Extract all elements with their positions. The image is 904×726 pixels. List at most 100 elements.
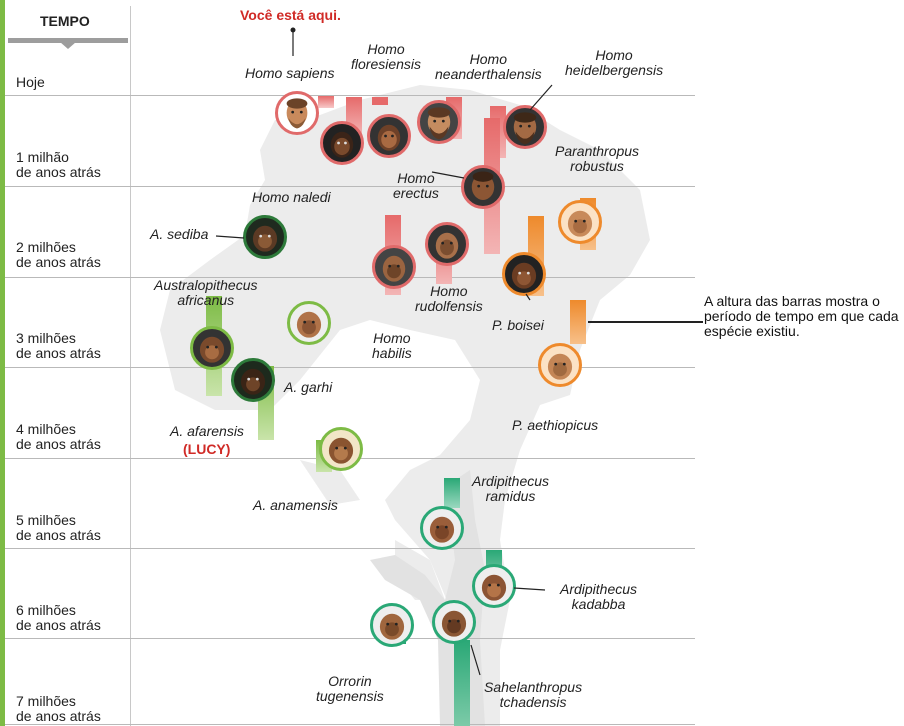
label-line: Homo [397, 170, 435, 186]
label-lucy: (LUCY) [183, 441, 231, 457]
time-label-line1: 1 milhão [16, 149, 69, 165]
time-line-3 [5, 367, 695, 368]
face-ardipithecus-kadabba [472, 564, 516, 608]
label-a-garhi: A. garhi [284, 379, 333, 395]
label-line: Australopithecus [154, 277, 258, 293]
bar-sahelanthropus-tchadensis [454, 640, 470, 726]
label-homo-naledi: Homo naledi [252, 189, 331, 205]
time-label-line2: de anos atrás [16, 164, 101, 180]
time-label-line2: de anos atrás [16, 527, 101, 543]
you-are-here-label: Você está aqui. [240, 7, 341, 23]
time-label-4m: 4 milhões de anos atrás [16, 422, 101, 452]
label-line: Homo [373, 330, 411, 346]
time-label-line2: de anos atrás [16, 708, 101, 724]
face-homo-sapiens [275, 91, 319, 135]
face-paranthropus-robustus [558, 200, 602, 244]
label-line: tchadensis [499, 694, 567, 710]
time-line-2 [5, 277, 695, 278]
label-line: Homo [469, 51, 507, 67]
label-line: Homo [367, 41, 405, 57]
time-label-line1: Hoje [16, 74, 45, 90]
time-label-line1: 5 milhões [16, 512, 76, 528]
time-label-today: Hoje [16, 75, 45, 90]
time-line-0 [5, 95, 695, 96]
time-title-underline [8, 38, 128, 43]
label-line: floresiensis [351, 56, 422, 72]
time-column-divider [130, 6, 131, 726]
time-label-3m: 3 milhões de anos atrás [16, 331, 101, 361]
bar-ardipithecus-ramidus [444, 478, 460, 508]
label-line: Ardipithecus [472, 473, 550, 489]
face-homo-erectus [461, 165, 505, 209]
label-line: erectus [393, 185, 439, 201]
label-a-anamensis: A. anamensis [253, 497, 338, 513]
time-label-line2: de anos atrás [16, 617, 101, 633]
bar-height-callout: A altura das barras mostra o período de … [704, 293, 899, 339]
face-homo-neanderthalensis [417, 100, 461, 144]
face-orrorin-tugenensis [370, 603, 414, 647]
bar-homo-sapiens [318, 96, 334, 108]
label-line: Sahelanthropus [484, 679, 583, 695]
label-line: ramidus [485, 488, 536, 504]
time-label-line1: 2 milhões [16, 239, 76, 255]
face-a-anamensis [319, 427, 363, 471]
label-line: Ardipithecus [560, 581, 638, 597]
face-a-sediba [243, 215, 287, 259]
time-label-line1: 6 milhões [16, 602, 76, 618]
time-label-line2: de anos atrás [16, 436, 101, 452]
time-column-title: TEMPO [40, 13, 90, 29]
time-column [5, 0, 131, 726]
label-line: kadabba [571, 596, 626, 612]
label-line: tugenensis [316, 688, 384, 704]
time-label-line1: 3 milhões [16, 330, 76, 346]
label-a-sediba: A. sediba [150, 226, 209, 242]
label-line: habilis [372, 345, 412, 361]
time-line-5 [5, 548, 695, 549]
face-homo-floresiensis [367, 114, 411, 158]
label-homo-sapiens: Homo sapiens [245, 65, 335, 81]
label-p-aethiopicus: P. aethiopicus [512, 417, 599, 433]
bar-p-aethiopicus [570, 300, 586, 344]
label-line: Homo [430, 283, 468, 299]
time-label-line2: de anos atrás [16, 345, 101, 361]
label-line: Paranthropus [555, 143, 640, 159]
time-label-5m: 5 milhões de anos atrás [16, 513, 101, 543]
label-p-boisei: P. boisei [492, 317, 544, 333]
label-line: heidelbergensis [565, 62, 664, 78]
face-a-garhi [287, 301, 331, 345]
bar-homo-floresiensis [372, 97, 388, 105]
time-label-6m: 6 milhões de anos atrás [16, 603, 101, 633]
face-homo-heidelbergensis [503, 105, 547, 149]
label-line: Homo [595, 47, 633, 63]
face-homo-naledi [320, 121, 364, 165]
time-title-notch [60, 42, 76, 49]
face-australopithecus-africanus [190, 326, 234, 370]
face-sahelanthropus-tchadensis [432, 600, 476, 644]
label-line: neanderthalensis [435, 66, 542, 82]
face-homo-habilis [372, 245, 416, 289]
label-line: rudolfensis [415, 298, 483, 314]
label-line: robustus [570, 158, 624, 174]
left-accent-stripe [0, 0, 5, 726]
time-label-line1: 7 milhões [16, 693, 76, 709]
face-p-boisei [502, 252, 546, 296]
label-line: Orrorin [328, 673, 372, 689]
time-label-7m: 7 milhões de anos atrás [16, 694, 101, 724]
face-homo-rudolfensis [425, 222, 469, 266]
time-label-1m: 1 milhão de anos atrás [16, 150, 101, 180]
time-label-line2: de anos atrás [16, 254, 101, 270]
face-ardipithecus-ramidus [420, 506, 464, 550]
